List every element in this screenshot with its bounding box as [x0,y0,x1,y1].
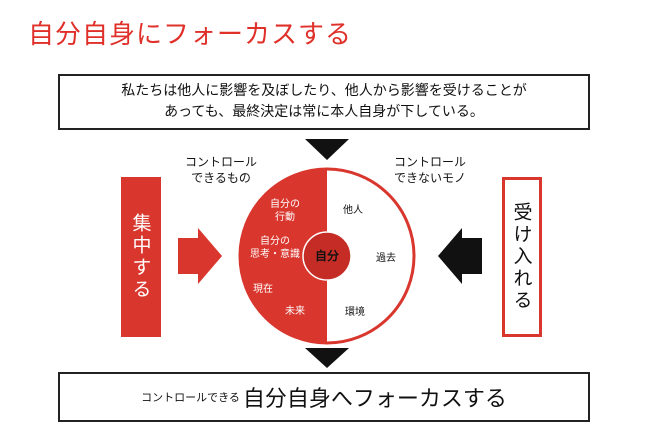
conclusion-box: コントロールできる 自分自身へフォーカスする [58,372,590,422]
circle-item-action: 自分の 行動 [270,199,300,223]
circle-item-past: 過去 [376,253,396,264]
accept-bar: 受け入れる [502,177,542,337]
self-circle [302,231,352,281]
accept-bar-label: 受け入れる [510,202,533,312]
circle-item-environment: 環境 [345,307,365,318]
page-title: 自分自身にフォーカスする [28,20,353,50]
conclusion-prefix: コントロールできる [141,391,240,404]
circle-item-present: 現在 [253,284,273,295]
down-arrow-top-icon [305,139,349,160]
circle-center-self: 自分 [314,249,339,263]
statement-box: 私たちは他人に影響を及ぼしたり、他人から影響を受けることが あっても、最終決定は… [58,74,590,130]
statement-line-2: あっても、最終決定は常に本人自身が下している。 [164,104,484,120]
conclusion-main: 自分自身へフォーカスする [242,387,507,412]
down-arrow-bottom-icon [305,348,349,368]
focus-bar-label: 集中する [129,213,152,301]
left-arrow-icon [438,228,482,284]
controllable-half [240,169,327,343]
circle-item-thought: 自分の 思考・意識 [250,236,300,260]
controllable-label: コントロール できるもの [184,155,257,185]
uncontrollable-label: コントロール できないモノ [393,155,466,185]
statement-line-1: 私たちは他人に影響を及ぼしたり、他人から影響を受けることが [121,83,527,99]
circle-item-others: 他人 [343,205,363,216]
focus-bar: 集中する [121,177,161,337]
circle-item-future: 未来 [285,306,305,317]
right-arrow-icon [178,228,222,284]
